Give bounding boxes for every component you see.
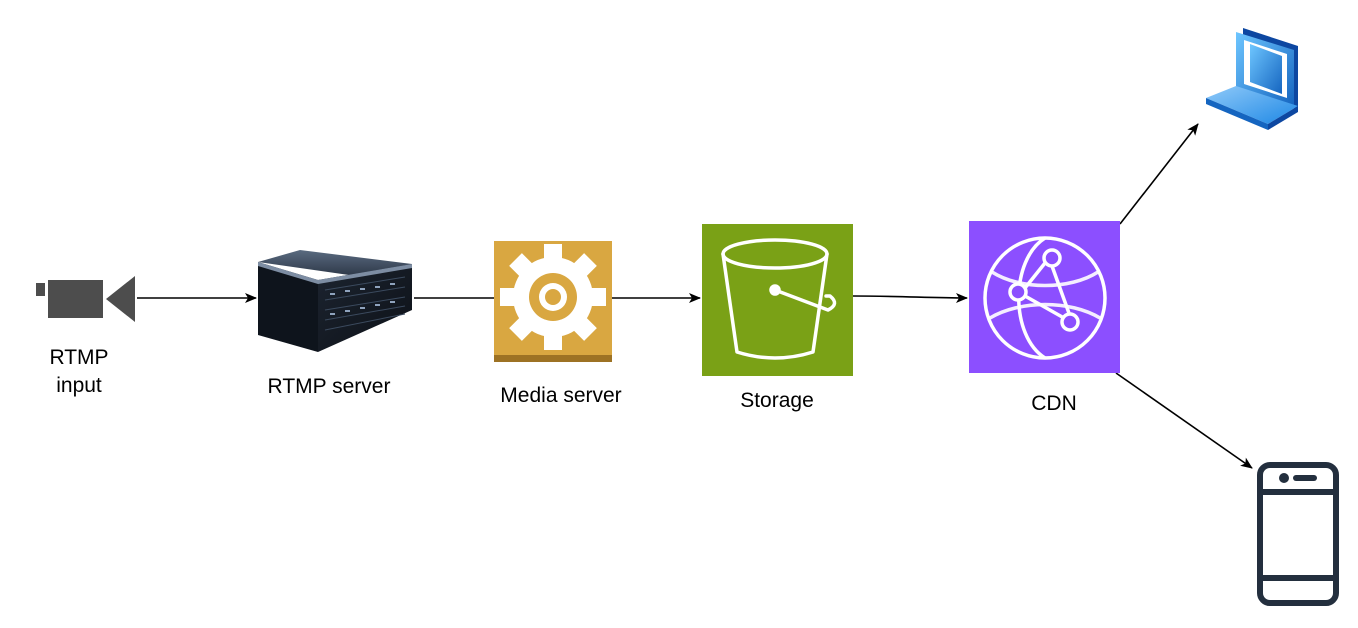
edges bbox=[137, 123, 1253, 469]
edge-cdn-to-laptop bbox=[1119, 123, 1199, 225]
smartphone-icon bbox=[1257, 462, 1339, 606]
gear-icon bbox=[500, 244, 606, 350]
label-rtmp-server: RTMP server bbox=[267, 375, 391, 398]
edge-storage-to-cdn bbox=[852, 292, 968, 303]
edge-cdn-to-phone bbox=[1115, 372, 1253, 469]
laptop-icon bbox=[1206, 28, 1298, 130]
label-cdn: CDN bbox=[1031, 392, 1077, 415]
label-rtmp-input: RTMP input bbox=[49, 346, 109, 397]
cdn-tile bbox=[969, 221, 1120, 373]
storage-tile bbox=[702, 224, 853, 376]
video-camera-icon bbox=[36, 276, 135, 322]
server-rack-icon bbox=[258, 250, 412, 352]
bucket-icon bbox=[721, 238, 837, 360]
label-storage: Storage bbox=[740, 389, 814, 412]
label-media-server: Media server bbox=[500, 384, 622, 407]
globe-network-icon bbox=[983, 236, 1107, 360]
media-server-tile bbox=[494, 241, 612, 362]
